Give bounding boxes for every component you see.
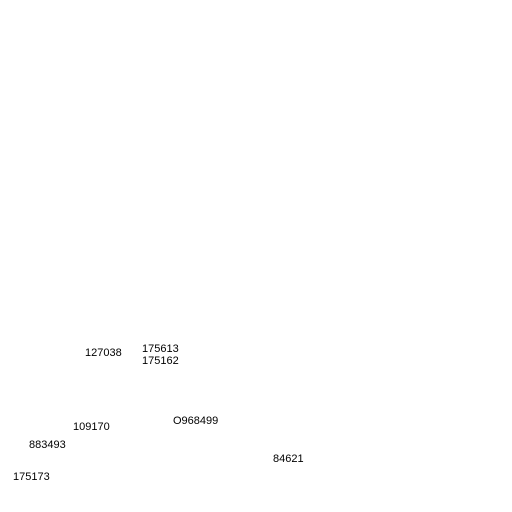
map-label-175173: 175173: [13, 471, 50, 483]
map-label-109170: 109170: [73, 421, 110, 433]
map-label-175613: 175613: [142, 343, 179, 355]
map-label-o968499: O968499: [173, 415, 219, 427]
map-label-883493: 883493: [29, 439, 66, 451]
map-label-175162: 175162: [142, 355, 179, 367]
map-label-84621: 84621: [273, 453, 304, 465]
map-label-127038: 127038: [85, 347, 122, 359]
